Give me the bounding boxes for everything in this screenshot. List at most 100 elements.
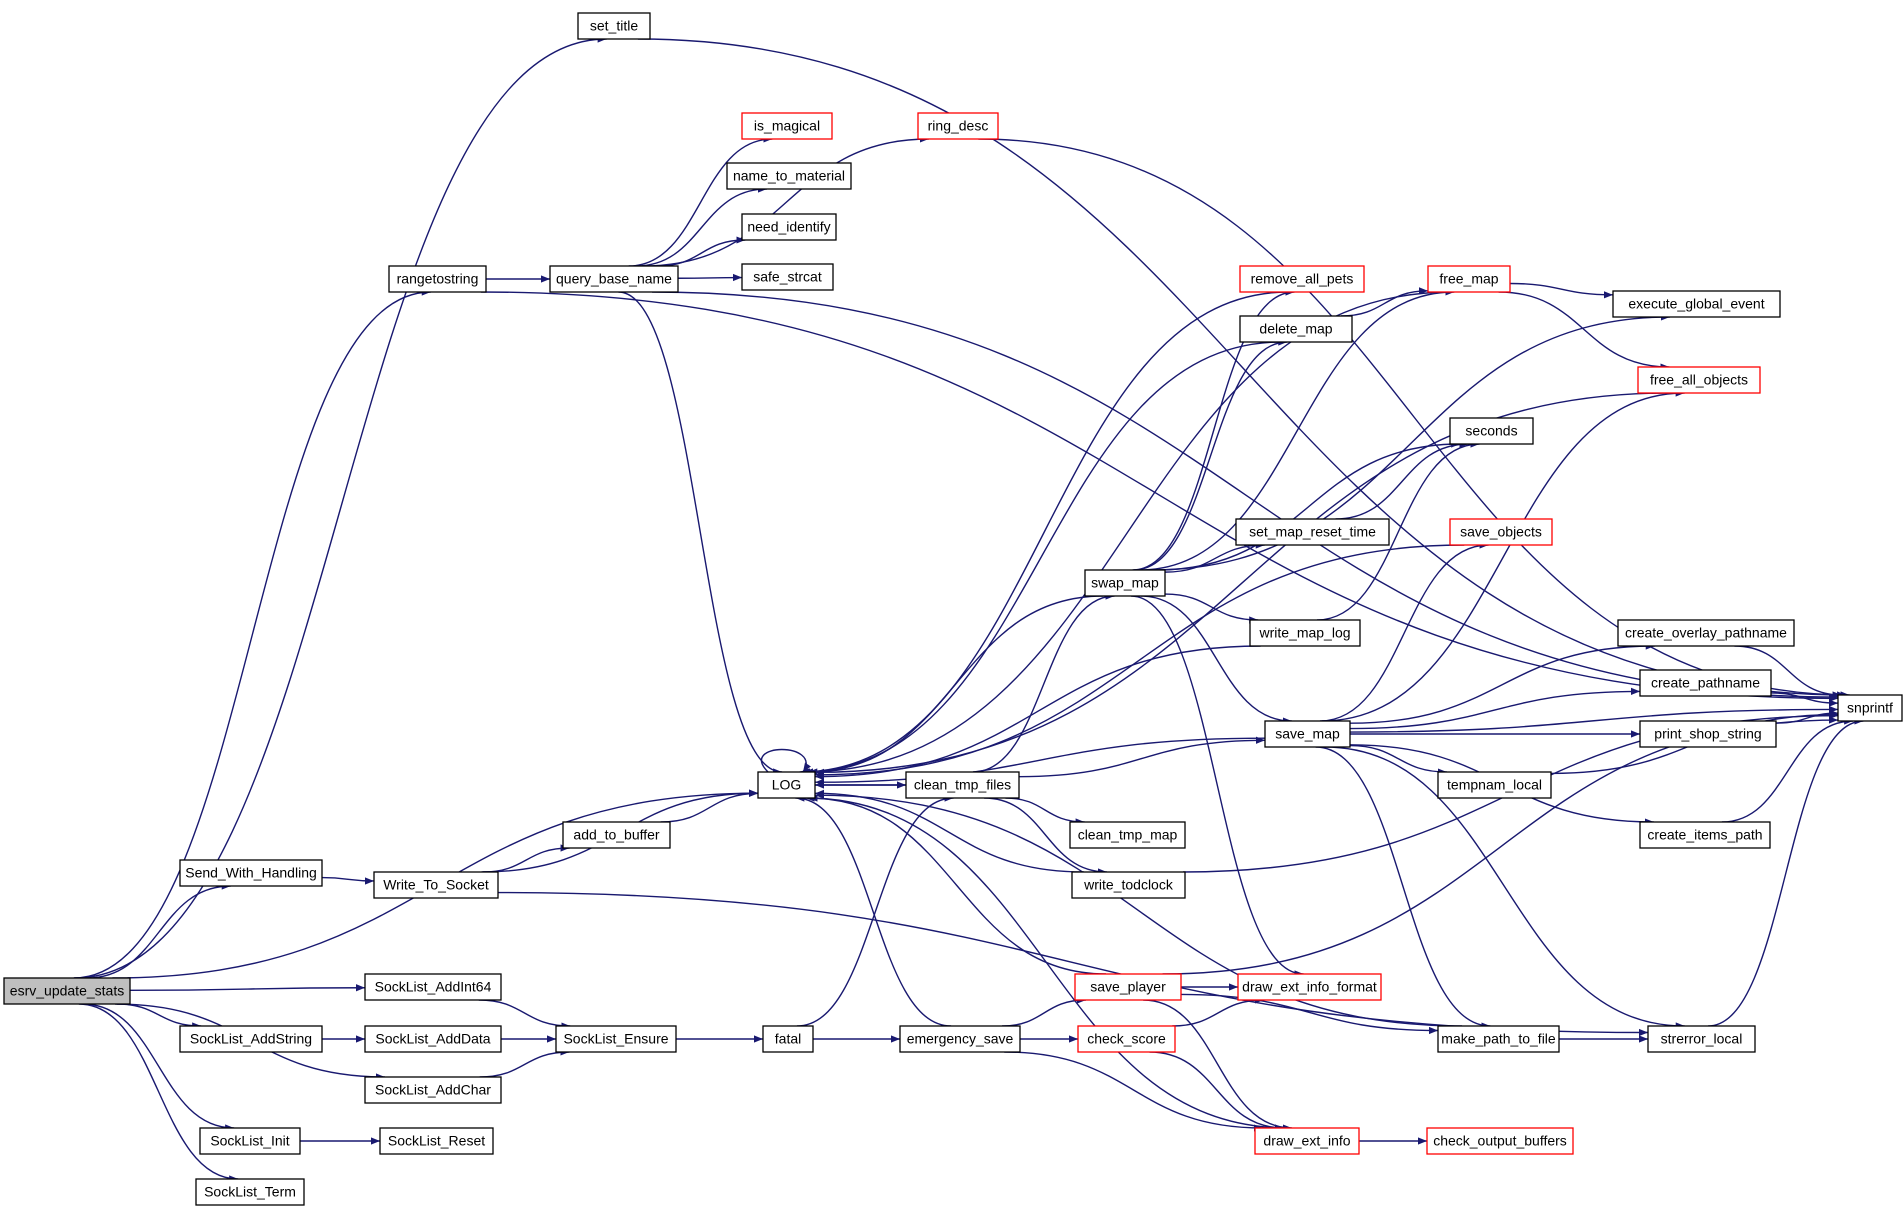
node-box[interactable]: [762, 1025, 814, 1053]
node-box[interactable]: [1237, 973, 1382, 1001]
node-sl-addstring[interactable]: SockList_AddString: [179, 1025, 323, 1053]
node-swap-map[interactable]: swap_map: [1084, 569, 1166, 597]
node-check-score[interactable]: check_score: [1077, 1025, 1176, 1053]
node-box[interactable]: [1249, 619, 1361, 647]
node-sl-ensure[interactable]: SockList_Ensure: [555, 1025, 677, 1053]
node-box[interactable]: [549, 265, 679, 293]
node-snprintf[interactable]: snprintf: [1837, 694, 1903, 722]
node-strerror-local[interactable]: strerror_local: [1647, 1025, 1756, 1053]
node-box[interactable]: [1639, 669, 1772, 697]
node-box[interactable]: [1235, 518, 1390, 546]
node-box[interactable]: [917, 112, 999, 140]
node-LOG[interactable]: LOG: [757, 771, 816, 799]
node-set-map-reset-time[interactable]: set_map_reset_time: [1235, 518, 1390, 546]
node-save-objects[interactable]: save_objects: [1449, 518, 1553, 546]
node-box[interactable]: [577, 12, 651, 40]
node-box[interactable]: [179, 859, 323, 887]
node-box[interactable]: [1449, 417, 1534, 445]
node-free-map[interactable]: free_map: [1427, 265, 1511, 293]
node-box[interactable]: [3, 977, 131, 1005]
node-save-player[interactable]: save_player: [1074, 973, 1182, 1001]
node-write-todclock[interactable]: write_todclock: [1071, 871, 1186, 899]
node-box[interactable]: [1437, 771, 1552, 799]
node-query-base-name[interactable]: query_base_name: [549, 265, 679, 293]
node-box[interactable]: [195, 1178, 305, 1206]
node-draw-ext-info[interactable]: draw_ext_info: [1254, 1127, 1360, 1155]
node-box[interactable]: [1074, 973, 1182, 1001]
node-tempnam-local[interactable]: tempnam_local: [1437, 771, 1552, 799]
node-box[interactable]: [726, 162, 852, 190]
node-box[interactable]: [899, 1025, 1021, 1053]
node-box[interactable]: [741, 263, 834, 291]
node-box[interactable]: [373, 871, 499, 899]
node-esrv[interactable]: esrv_update_stats: [3, 977, 131, 1005]
node-box[interactable]: [1449, 518, 1553, 546]
node-print-shop-string[interactable]: print_shop_string: [1639, 720, 1777, 748]
node-write-map-log[interactable]: write_map_log: [1249, 619, 1361, 647]
node-box[interactable]: [364, 1076, 502, 1104]
node-clean-tmp-files[interactable]: clean_tmp_files: [905, 771, 1020, 799]
node-remove-all-pets[interactable]: remove_all_pets: [1239, 265, 1365, 293]
node-box[interactable]: [1069, 821, 1186, 849]
node-box[interactable]: [1647, 1025, 1756, 1053]
node-make-path-to-file[interactable]: make_path_to_file: [1437, 1025, 1560, 1053]
node-sl-term[interactable]: SockList_Term: [195, 1178, 305, 1206]
node-box[interactable]: [1264, 720, 1351, 748]
node-box[interactable]: [1612, 290, 1781, 318]
node-sl-reset[interactable]: SockList_Reset: [379, 1127, 494, 1155]
node-name-to-material[interactable]: name_to_material: [726, 162, 852, 190]
node-rangetostring[interactable]: rangetostring: [388, 265, 487, 293]
node-sl-addint64[interactable]: SockList_AddInt64: [364, 973, 502, 1001]
node-box[interactable]: [1617, 619, 1795, 647]
node-need-identify[interactable]: need_identify: [741, 213, 837, 241]
node-create-overlay-pathname[interactable]: create_overlay_pathname: [1617, 619, 1795, 647]
node-ring-desc[interactable]: ring_desc: [917, 112, 999, 140]
node-box[interactable]: [199, 1127, 301, 1155]
node-delete-map[interactable]: delete_map: [1239, 315, 1353, 343]
node-box[interactable]: [1426, 1127, 1574, 1155]
node-add-to-buffer[interactable]: add_to_buffer: [562, 821, 671, 849]
node-clean-tmp-map[interactable]: clean_tmp_map: [1069, 821, 1186, 849]
node-write-to-socket[interactable]: Write_To_Socket: [373, 871, 499, 899]
node-create-items-path[interactable]: create_items_path: [1639, 821, 1771, 849]
node-safe-strcat[interactable]: safe_strcat: [741, 263, 834, 291]
node-execute-global-event[interactable]: execute_global_event: [1612, 290, 1781, 318]
node-box[interactable]: [562, 821, 671, 849]
node-box[interactable]: [741, 112, 833, 140]
node-box[interactable]: [1437, 1025, 1560, 1053]
node-free-all-objects[interactable]: free_all_objects: [1637, 366, 1761, 394]
node-emergency-save[interactable]: emergency_save: [899, 1025, 1021, 1053]
node-sl-init[interactable]: SockList_Init: [199, 1127, 301, 1155]
node-box[interactable]: [1239, 265, 1365, 293]
node-box[interactable]: [1077, 1025, 1176, 1053]
node-box[interactable]: [1639, 720, 1777, 748]
node-box[interactable]: [379, 1127, 494, 1155]
node-box[interactable]: [388, 265, 487, 293]
node-sl-addchar[interactable]: SockList_AddChar: [364, 1076, 502, 1104]
node-draw-ext-info-format[interactable]: draw_ext_info_format: [1237, 973, 1382, 1001]
node-create-pathname[interactable]: create_pathname: [1639, 669, 1772, 697]
node-box[interactable]: [905, 771, 1020, 799]
node-fatal[interactable]: fatal: [762, 1025, 814, 1053]
node-save-map[interactable]: save_map: [1264, 720, 1351, 748]
node-box[interactable]: [1837, 694, 1903, 722]
node-box[interactable]: [1254, 1127, 1360, 1155]
node-box[interactable]: [1084, 569, 1166, 597]
node-box[interactable]: [364, 973, 502, 1001]
node-seconds[interactable]: seconds: [1449, 417, 1534, 445]
node-send-with-handling[interactable]: Send_With_Handling: [179, 859, 323, 887]
node-box[interactable]: [1239, 315, 1353, 343]
node-set-title[interactable]: set_title: [577, 12, 651, 40]
node-is-magical[interactable]: is_magical: [741, 112, 833, 140]
node-box[interactable]: [1637, 366, 1761, 394]
node-box[interactable]: [1071, 871, 1186, 899]
node-box[interactable]: [1639, 821, 1771, 849]
node-box[interactable]: [179, 1025, 323, 1053]
node-sl-adddata[interactable]: SockList_AddData: [364, 1025, 502, 1053]
node-box[interactable]: [1427, 265, 1511, 293]
node-box[interactable]: [555, 1025, 677, 1053]
node-check-output-buffers[interactable]: check_output_buffers: [1426, 1127, 1574, 1155]
node-box[interactable]: [364, 1025, 502, 1053]
node-box[interactable]: [741, 213, 837, 241]
node-box[interactable]: [757, 771, 816, 799]
